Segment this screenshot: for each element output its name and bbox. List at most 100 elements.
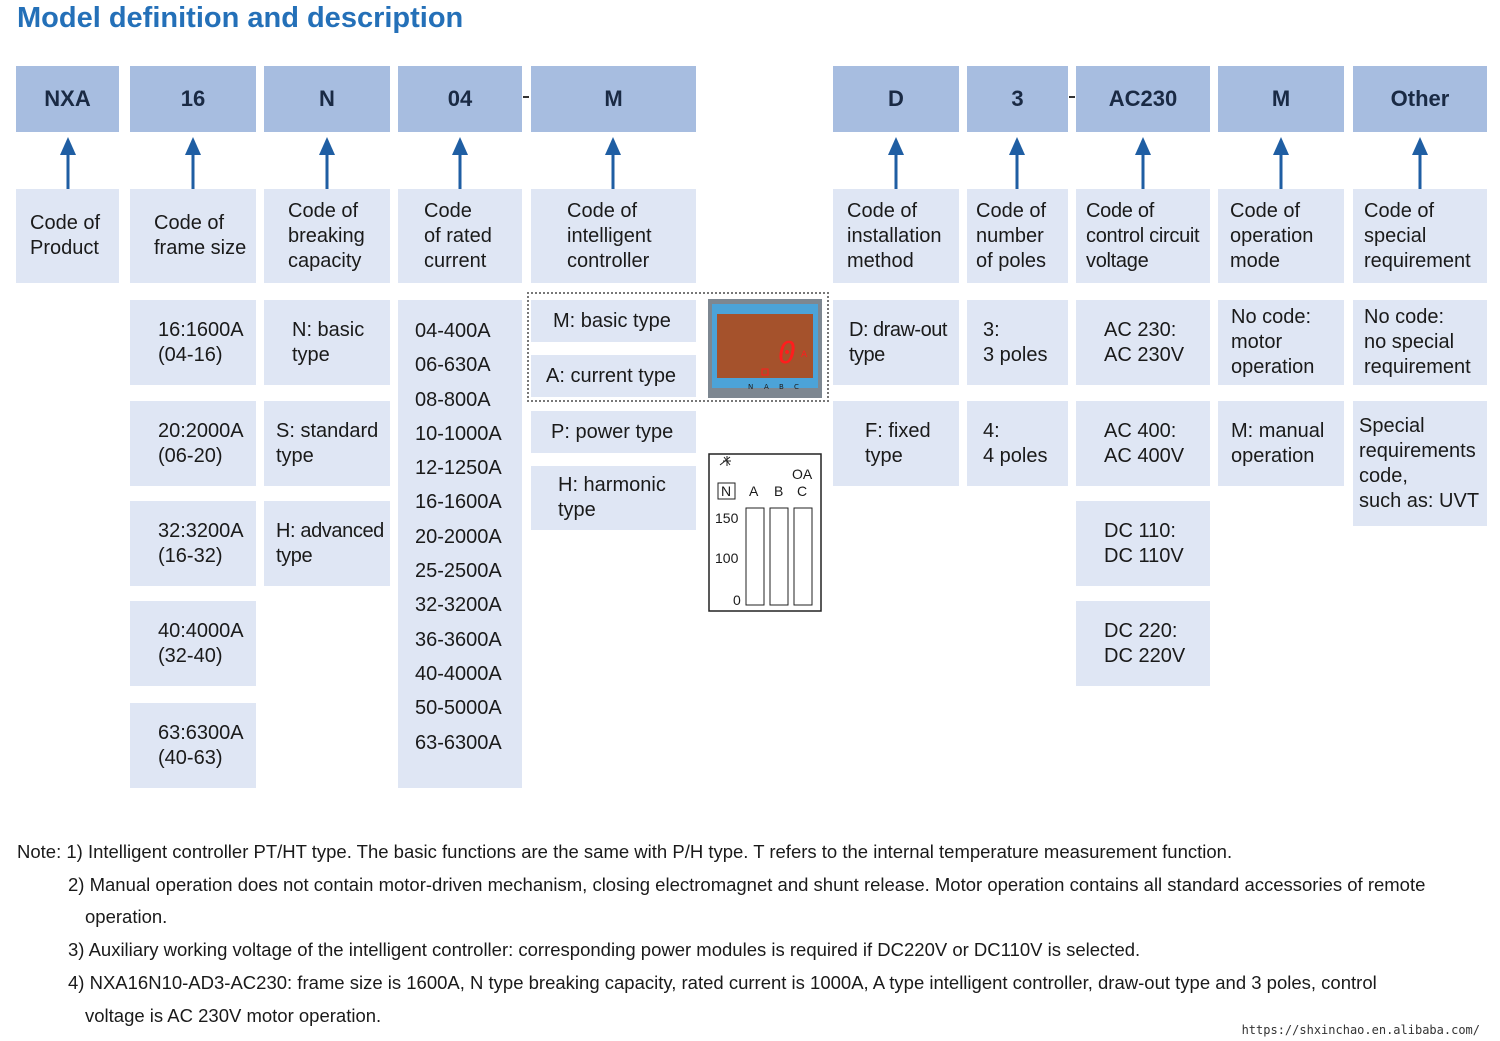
code-box-breaking: N (264, 66, 390, 132)
breaking-option: S: standard type (264, 401, 390, 486)
controller-option: H: harmonic type (531, 466, 696, 530)
desc-line: Code of (30, 212, 101, 234)
controller-option: P: power type (531, 411, 696, 453)
desc-line: requirement (1364, 249, 1471, 272)
notes-section: Note: 1) Intelligent controller PT/HT ty… (17, 836, 1425, 1032)
note-line: 3) Auxiliary working voltage of the inte… (68, 939, 1141, 961)
code-box-operation: M (1218, 66, 1344, 132)
option-line: AC 230: (1104, 318, 1177, 341)
desc-line: Code of (1230, 199, 1301, 222)
note-line: operation. (85, 906, 168, 928)
option-line: DC 110V (1104, 544, 1184, 567)
desc-controller: Code of intelligent controller (531, 189, 696, 283)
desc-special: Code of special requirement (1353, 189, 1487, 283)
option-line: code, (1359, 464, 1408, 487)
arrow-up-icon (452, 137, 468, 189)
controller-option: A: current type (531, 355, 696, 397)
desc-line: method (847, 249, 914, 272)
desc-operation: Code of operation mode (1218, 189, 1344, 283)
bar-phase-label: B (774, 483, 783, 499)
option-line: 63:6300A (158, 721, 244, 744)
source-url: https://shxinchao.en.alibaba.com/ (1241, 1023, 1480, 1037)
desc-line: intelligent (567, 224, 652, 247)
desc-line: controller (567, 249, 650, 272)
desc-product: Code of Product (16, 189, 119, 283)
arrow-up-icon (1009, 137, 1025, 189)
code-box-special: Other (1353, 66, 1487, 132)
code-box-voltage: AC230 (1076, 66, 1210, 132)
bar-meter-frame (708, 453, 822, 612)
option-line: 4: (983, 419, 1000, 442)
operation-option: M: manual operation (1218, 401, 1344, 486)
option-line: (32-40) (158, 644, 223, 667)
desc-line: breaking (288, 224, 365, 247)
option-line: P: power type (551, 420, 674, 443)
frame-option: 16:1600A (04-16) (130, 300, 256, 385)
option-line: No code: (1364, 306, 1445, 328)
desc-breaking: Code of breaking capacity (264, 189, 390, 283)
frame-option: 20:2000A (06-20) (130, 401, 256, 486)
desc-line: of poles (976, 249, 1047, 272)
note-line: 2) Manual operation does not contain mot… (68, 873, 1426, 895)
desc-line: Code of (1364, 199, 1435, 222)
voltage-option: AC 230: AC 230V (1076, 300, 1210, 385)
option-line: requirements (1359, 439, 1476, 462)
desc-line: Code of (154, 212, 225, 234)
code-box-rated: 04 (398, 66, 522, 132)
install-option: D: draw-out type (833, 300, 959, 385)
bar-scale-label: 0 (733, 592, 741, 608)
star-icon (719, 456, 731, 466)
desc-line: frame size (154, 237, 247, 259)
arrow-up-icon (888, 137, 904, 189)
option-line: N: basic (292, 318, 365, 341)
option-line: AC 230V (1104, 343, 1185, 366)
desc-line: Code of (847, 199, 918, 222)
rated-option: 50-5000A (415, 697, 502, 720)
arrow-up-icon (185, 137, 201, 189)
arrow-up-icon (319, 137, 335, 189)
display-phase-label: N (748, 383, 753, 391)
display-phase-label: B (779, 383, 784, 391)
arrow-up-icon (1412, 137, 1428, 189)
option-line: AC 400V (1104, 444, 1185, 467)
rated-option: 20-2000A (415, 525, 502, 548)
desc-line: Product (30, 237, 99, 259)
rated-option: 32-3200A (415, 594, 502, 617)
option-line: F: fixed (865, 419, 931, 442)
desc-rated: Code of rated current (398, 189, 522, 283)
bar-meter-illustration: OA N A B C 150 100 0 (708, 453, 822, 612)
option-line: D: draw-out (849, 318, 947, 341)
desc-line: number (976, 224, 1044, 247)
desc-line: Code of (1086, 199, 1154, 222)
bar-phase-label: N (721, 483, 731, 499)
desc-poles: Code of number of poles (967, 189, 1068, 283)
desc-line: current (424, 249, 487, 272)
arrow-up-icon (1135, 137, 1151, 189)
option-line: S: standard (276, 419, 379, 442)
display-phase-label: A (764, 383, 769, 391)
desc-line: mode (1230, 249, 1281, 272)
rated-option: 63-6300A (415, 731, 502, 754)
option-line: H: advanced (276, 519, 384, 542)
rated-option: 04-400A (415, 320, 491, 342)
bar-scale-label: 100 (715, 550, 739, 566)
note-line: voltage is AC 230V motor operation. (85, 1004, 382, 1026)
controller-display-illustration: 0 A N A B C (708, 299, 822, 398)
rated-option: 36-3600A (415, 628, 502, 651)
controller-option: M: basic type (531, 300, 696, 342)
option-line: DC 110: (1104, 519, 1176, 542)
voltage-option: DC 110: DC 110V (1076, 501, 1210, 586)
pole-option: 4: 4 poles (967, 401, 1068, 486)
bar-phase-label: C (797, 483, 807, 499)
option-line: 32:3200A (158, 519, 244, 542)
option-line: no special (1364, 331, 1455, 353)
note-line: Note: 1) Intelligent controller PT/HT ty… (17, 841, 1233, 862)
rated-option: 10-1000A (415, 422, 502, 445)
bar-unit: OA (792, 466, 813, 482)
display-indicator (761, 368, 769, 376)
bar-a (745, 507, 765, 606)
option-line: 4 poles (983, 444, 1048, 467)
option-line: (40-63) (158, 746, 223, 769)
bar-b (769, 507, 789, 606)
option-line: A: current type (546, 364, 677, 387)
